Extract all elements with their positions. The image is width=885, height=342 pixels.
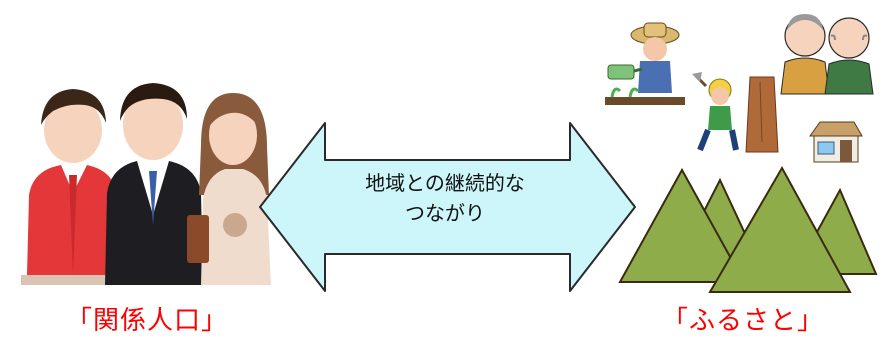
mountains-icon — [618, 165, 878, 293]
man-in-suit-icon — [105, 83, 203, 285]
arrow-caption-line2: つながり — [405, 201, 485, 225]
arrow-caption-line1: 地域との継続的な — [365, 171, 525, 195]
people-group — [21, 83, 271, 285]
furusato-label: 「ふるさと」 — [662, 306, 825, 336]
kankei-jinko-label: 「関係人口」 — [66, 306, 229, 336]
double-arrow — [259, 122, 636, 292]
woodcutter-icon — [692, 72, 779, 153]
arrow-caption: 地域との継続的な つながり — [330, 168, 560, 228]
farmer-watering-icon — [605, 22, 685, 105]
man-in-red-jacket-icon — [21, 89, 125, 285]
elderly-couple-icon — [780, 14, 874, 95]
house-icon — [809, 121, 863, 163]
woman-in-dress-icon — [187, 93, 271, 285]
